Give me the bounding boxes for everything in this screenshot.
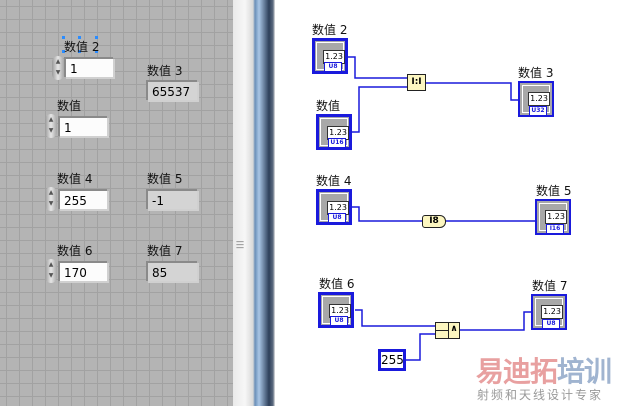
terminal-label: 数值 3 (518, 66, 554, 80)
numeric-control[interactable]: 1 (64, 57, 113, 77)
type-badge: U8 (324, 62, 342, 72)
terminal-label: 数值 7 (532, 279, 568, 293)
numeric-indicator: 65537 (146, 80, 197, 100)
splitter-grip-icon[interactable]: ——— (236, 237, 244, 252)
terminal-label: 数值 4 (316, 174, 352, 188)
indicator-label: 数值 3 (147, 64, 183, 78)
and-symbol: ∧ (450, 324, 458, 334)
type-badge: U8 (330, 316, 348, 326)
increment-decrement-icon[interactable]: ▲▼ (45, 114, 57, 138)
join-numbers-node[interactable]: I:I (407, 74, 426, 91)
type-badge: U8 (328, 213, 346, 223)
numeric-indicator: -1 (146, 189, 197, 209)
numeric-control[interactable]: 170 (58, 261, 107, 281)
type-badge: U32 (529, 106, 547, 116)
control-label: 数值 4 (57, 172, 93, 186)
display-text: 1.23 (327, 201, 349, 215)
to-i8-conversion-node[interactable]: I8 (422, 215, 446, 228)
display-text: 1.23 (541, 305, 563, 319)
indicator-label: 数值 7 (147, 244, 183, 258)
watermark-subtitle: 射频和天线设计专家 (477, 388, 604, 402)
increment-decrement-icon[interactable]: ▲▼ (45, 259, 57, 283)
numeric-control[interactable]: 1 (58, 116, 107, 136)
display-text: 1.23 (329, 304, 351, 318)
front-panel: 数值 2 ▲▼ 1 数值 3 65537 数值 ▲▼ 1 数值 4 ▲▼ 255… (0, 0, 233, 406)
control-label: 数值 6 (57, 244, 93, 258)
display-text: 1.23 (528, 92, 550, 106)
terminal-label: 数值 5 (536, 184, 572, 198)
type-badge: I16 (546, 224, 564, 234)
terminal-label: 数值 (316, 99, 341, 113)
display-text: 1.23 (545, 210, 567, 224)
control-label: 数值 2 (64, 40, 100, 54)
selection-handles (62, 36, 98, 53)
numeric-constant[interactable]: 255 (378, 349, 406, 371)
increment-decrement-icon[interactable]: ▲▼ (52, 56, 64, 80)
control-label: 数值 (57, 99, 82, 113)
terminal-label: 数值 6 (319, 277, 355, 291)
display-text: 1.23 (323, 50, 345, 64)
type-badge: U8 (542, 319, 560, 329)
and-node[interactable]: ∧ (435, 322, 460, 339)
type-badge: U16 (328, 138, 346, 148)
terminal-label: 数值 2 (312, 23, 348, 37)
numeric-indicator: 85 (146, 261, 197, 281)
increment-decrement-icon[interactable]: ▲▼ (45, 187, 57, 211)
numeric-control[interactable]: 255 (58, 189, 107, 209)
pane-splitter[interactable] (233, 0, 275, 406)
watermark-logo: 易迪拓培训 (476, 355, 612, 388)
indicator-label: 数值 5 (147, 172, 183, 186)
